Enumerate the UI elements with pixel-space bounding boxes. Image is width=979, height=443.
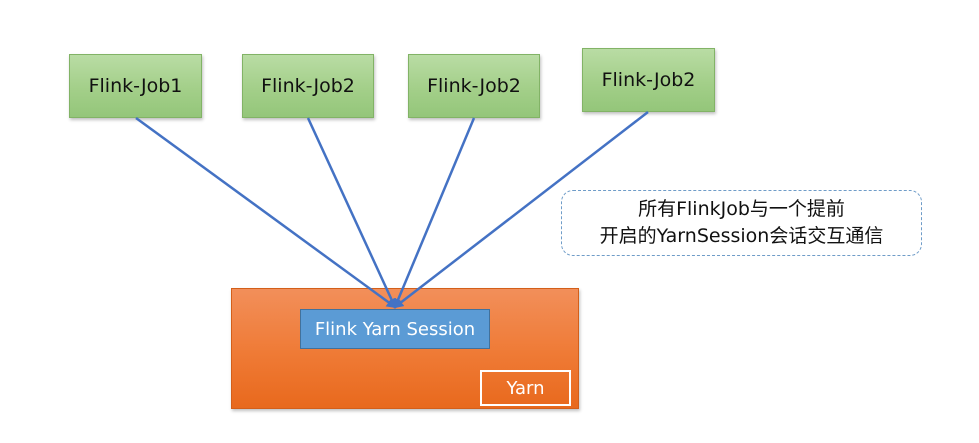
- connector-job-1: [135, 116, 397, 309]
- flink-job-4-label: Flink-Job2: [601, 69, 696, 91]
- connector-job-3: [393, 117, 476, 309]
- flink-yarn-session-label: Flink Yarn Session: [314, 318, 476, 340]
- flink-job-2-box: Flink-Job2: [242, 54, 374, 118]
- flink-job-1-label: Flink-Job1: [88, 75, 183, 97]
- flink-yarn-session-box: Flink Yarn Session: [300, 309, 490, 349]
- yarn-label-text: Yarn: [506, 377, 545, 399]
- flink-job-1-box: Flink-Job1: [69, 54, 202, 118]
- note-callout: 所有FlinkJob与一个提前 开启的YarnSession会话交互通信: [561, 190, 922, 256]
- flink-job-3-label: Flink-Job2: [427, 75, 521, 97]
- connector-job-2: [306, 117, 397, 309]
- flink-job-4-box: Flink-Job2: [582, 48, 715, 112]
- flink-job-3-box: Flink-Job2: [408, 54, 540, 118]
- yarn-label-box: Yarn: [480, 370, 571, 406]
- flink-job-2-label: Flink-Job2: [261, 75, 355, 97]
- note-line-2: 开启的YarnSession会话交互通信: [599, 225, 884, 247]
- note-line-1: 所有FlinkJob与一个提前: [638, 198, 845, 220]
